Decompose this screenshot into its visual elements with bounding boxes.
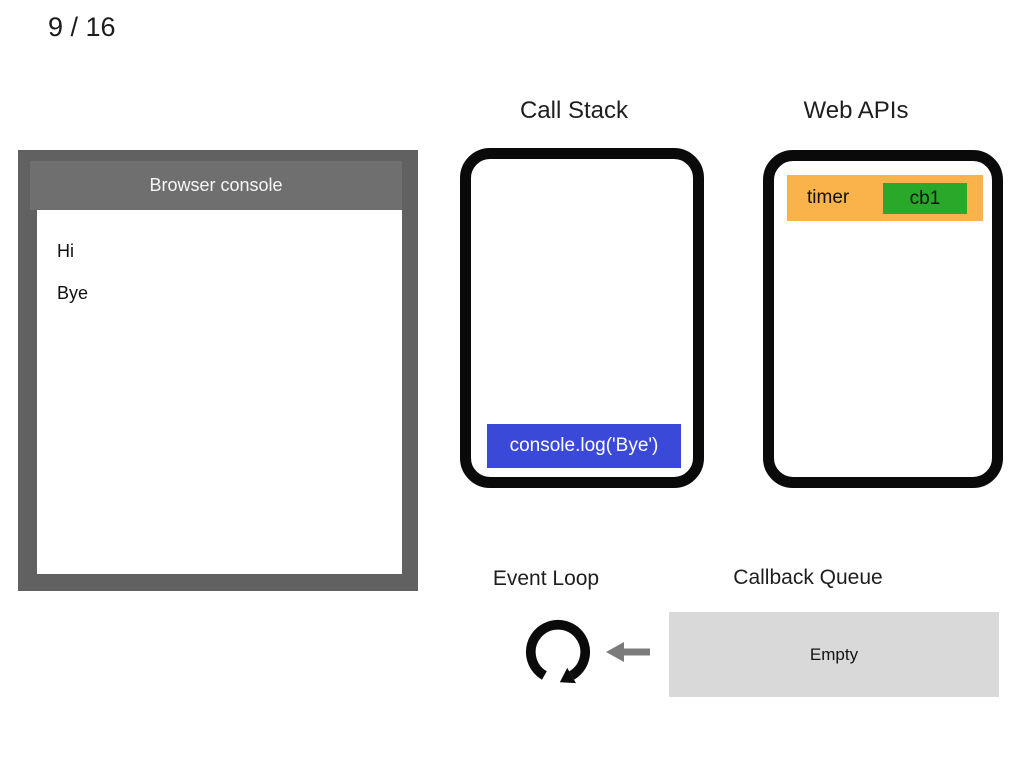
web-apis-title: Web APIs — [803, 97, 909, 124]
slide-page-indicator: 9 / 16 — [48, 12, 116, 42]
left-arrow-icon — [606, 642, 650, 662]
event-loop-title: Event Loop — [492, 567, 600, 590]
call-stack-title: Call Stack — [519, 97, 629, 124]
call-stack-box: console.log('Bye') — [460, 148, 704, 488]
callback-queue-title: Callback Queue — [733, 566, 883, 589]
web-api-entry-label: timer — [807, 187, 850, 208]
browser-console-panel: Browser console Hi Bye — [18, 150, 418, 591]
web-api-entry: timer cb1 — [787, 175, 983, 221]
web-apis-box: timer cb1 — [763, 150, 1003, 488]
callback-queue-status: Empty — [809, 644, 859, 664]
browser-console-title: Browser console — [30, 161, 402, 210]
event-loop-icon — [525, 619, 591, 684]
callback-queue-box: Empty — [669, 612, 999, 697]
console-log-line: Hi — [57, 241, 74, 261]
browser-console-output: Hi Bye — [37, 210, 402, 574]
stack-frame: console.log('Bye') — [487, 424, 681, 468]
web-api-callback-chip: cb1 — [883, 183, 967, 214]
console-log-line: Bye — [57, 283, 89, 303]
